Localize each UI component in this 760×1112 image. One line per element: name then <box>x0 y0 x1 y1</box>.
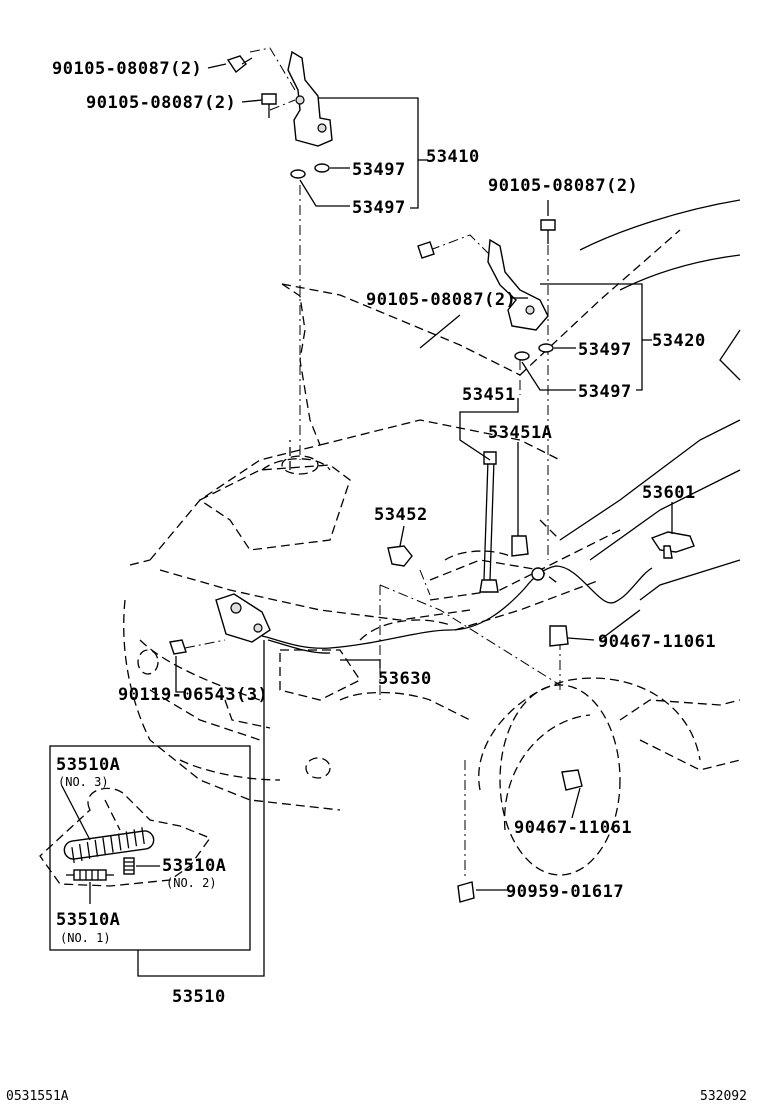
bolt-icon <box>261 93 277 118</box>
label-washer-rh-2: 53497 <box>352 198 406 218</box>
release-cable <box>261 565 653 654</box>
leader-lines <box>184 47 561 880</box>
label-support-rod: 53451 <box>462 385 516 405</box>
label-release-lever: 53601 <box>642 483 696 503</box>
label-clip-2: 90467-11061 <box>514 818 632 838</box>
label-bolt-lh-2: 90105-08087(2) <box>366 290 516 310</box>
label-hinge-lh: 53420 <box>652 331 706 351</box>
label-hood-stopper: 53452 <box>374 505 428 525</box>
label-clip-1: 90467-11061 <box>598 632 716 652</box>
clip-icon <box>457 881 475 903</box>
label-bolt-lh-1: 90105-08087(2) <box>488 176 638 196</box>
bolt-icon <box>417 241 435 259</box>
washer-icon <box>514 351 530 361</box>
label-washer-lh-1: 53497 <box>578 340 632 360</box>
support-clamp <box>511 535 529 557</box>
clip-icon <box>549 625 569 647</box>
label-support-clamp: 53451A <box>488 423 552 443</box>
label-clip-3: 90959-01617 <box>506 882 624 902</box>
bolt-icon <box>169 639 187 655</box>
label-lock-bolt: 90119-06543(3) <box>118 685 268 705</box>
hood-stopper <box>387 545 413 567</box>
label-inset-note-no3: (NO. 3) <box>58 775 109 789</box>
callout-leaders <box>137 63 673 977</box>
bolt-icon <box>226 55 253 74</box>
label-bolt-top-1: 90105-08087(2) <box>52 59 202 79</box>
hood-hinge-rh <box>287 50 333 147</box>
spring-no3-icon <box>63 827 155 864</box>
label-inset-note-no2: (NO. 2) <box>166 876 217 890</box>
washer-icon <box>314 163 330 173</box>
clip-icon <box>561 769 583 791</box>
hood-hinge-lh <box>487 238 549 331</box>
label-lock-assy: 53510 <box>172 987 226 1007</box>
part-labels: 90105-08087(2) 90105-08087(2) 53410 5349… <box>52 59 716 1007</box>
label-inset-spring-no2: 53510A <box>162 856 226 876</box>
footer-right-ref: 532092 <box>700 1089 747 1104</box>
spring-no2-icon <box>123 857 135 875</box>
washer-icon <box>290 169 306 179</box>
label-bolt-top-2: 90105-08087(2) <box>86 93 236 113</box>
label-cable: 53630 <box>378 669 432 689</box>
footer-left-ref: 0531551A <box>6 1089 69 1104</box>
bolt-icon <box>540 219 556 244</box>
washer-icon <box>538 343 554 353</box>
spring-no1-icon <box>66 869 114 881</box>
label-washer-rh-1: 53497 <box>352 160 406 180</box>
release-lever <box>650 531 695 559</box>
hood-support-rod <box>479 451 499 593</box>
label-hinge-rh: 53410 <box>426 147 480 167</box>
label-inset-spring-no1: 53510A <box>56 910 120 930</box>
label-inset-note-no1: (NO. 1) <box>60 931 111 945</box>
hood-lock-assembly <box>215 593 271 643</box>
inset-box <box>39 745 251 951</box>
label-inset-spring-no3: 53510A <box>56 755 120 775</box>
label-washer-lh-2: 53497 <box>578 382 632 402</box>
